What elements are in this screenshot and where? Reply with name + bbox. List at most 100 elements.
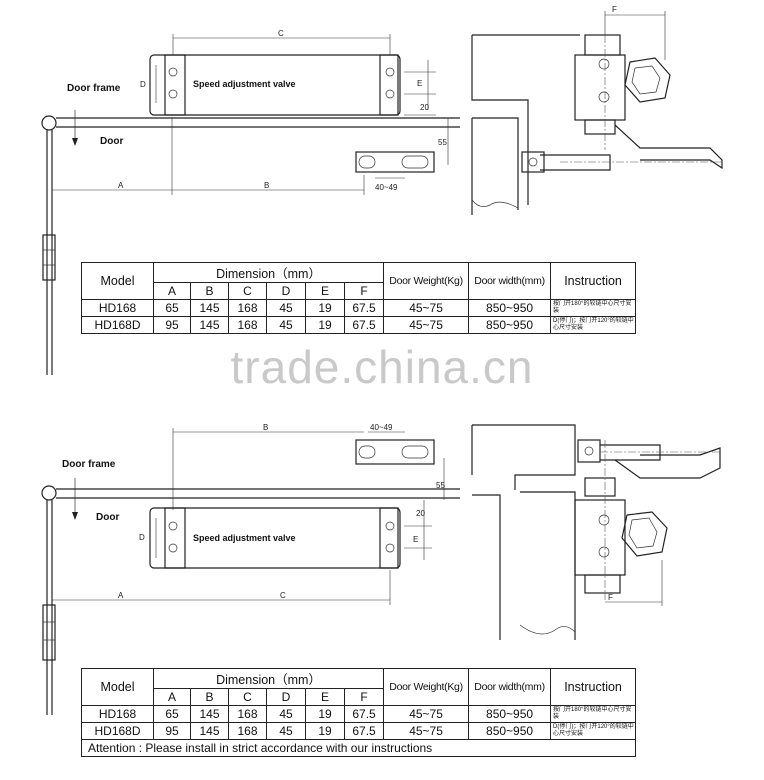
cell-f: 67.5: [343, 705, 385, 723]
col-f-header: F: [343, 282, 385, 300]
cell-b: 145: [190, 316, 229, 334]
dimension-e-bottom: [404, 500, 432, 560]
hinge-pole: [41, 115, 57, 375]
spec-table-bottom: Model Dimension（mm） Door Weight(Kg) Door…: [80, 668, 637, 757]
table-row: HD168 65 145 168 45 19 67.5 45~75 850~95…: [81, 705, 637, 723]
arm-bracket: [355, 151, 435, 179]
door-width-header: Door width(mm): [468, 262, 552, 300]
cell-instruction: 按门开180°的较链中心尺寸安装: [550, 299, 637, 317]
cell-a: 65: [153, 705, 191, 723]
attention-note: Attention : Please install in strict acc…: [80, 739, 637, 757]
arm-bracket-bottom: [355, 431, 435, 465]
table-row: HD168D 95 145 168 45 19 67.5 45~75 850~9…: [81, 316, 637, 334]
cell-b: 145: [190, 722, 229, 740]
col-e-header: E: [305, 688, 345, 706]
closer-body: [149, 54, 401, 116]
cell-width: 850~950: [468, 299, 552, 317]
col-a-header: A: [153, 282, 191, 300]
cell-e: 19: [305, 722, 345, 740]
col-a-header: A: [153, 688, 191, 706]
dim-d-label: D: [140, 80, 146, 89]
door-frame-arrow-bottom: [72, 478, 78, 520]
cell-f: 67.5: [343, 316, 385, 334]
cell-c: 168: [228, 705, 267, 723]
cell-weight: 45~75: [383, 722, 470, 740]
cell-c: 168: [228, 316, 267, 334]
dim-a-label: A: [118, 591, 124, 600]
cell-weight: 45~75: [383, 316, 470, 334]
instruction-header: Instruction: [550, 262, 637, 300]
dim-55-label: 55: [438, 138, 447, 147]
side-view-bottom: [471, 424, 721, 640]
col-d-header: D: [266, 688, 306, 706]
door-frame-label: Door frame: [62, 459, 116, 470]
dim-slot-label: 40~49: [375, 183, 398, 192]
cell-width: 850~950: [468, 705, 552, 723]
dimension-e: [404, 60, 436, 116]
dimension-header: Dimension（mm）: [152, 262, 385, 283]
valve-label: Speed adjustment valve: [193, 533, 296, 543]
cell-instruction: D(停门)；按门开120°的较链中心尺寸安装: [550, 316, 637, 334]
dim-c-label: C: [278, 29, 284, 38]
dim-20-label: 20: [416, 509, 425, 518]
dim-f-label: F: [608, 593, 613, 602]
cell-b: 145: [190, 705, 229, 723]
cell-weight: 45~75: [383, 299, 470, 317]
dimension-f-bottom: [605, 560, 663, 606]
attention-row: Attention : Please install in strict acc…: [80, 739, 637, 757]
cell-a: 95: [153, 722, 191, 740]
cell-model: HD168D: [81, 722, 154, 740]
door-edge: [56, 117, 460, 128]
dimension-b-bottom: [172, 428, 364, 510]
spec-table-top: Model Dimension（mm） Door Weight(Kg) Door…: [81, 262, 637, 334]
cell-a: 95: [153, 316, 191, 334]
cell-model: HD168: [81, 299, 154, 317]
dimension-c: [172, 34, 391, 55]
cell-a: 65: [153, 299, 191, 317]
cell-f: 67.5: [343, 722, 385, 740]
cell-instruction: 按门开180°的较链中心尺寸安装: [550, 705, 637, 723]
col-b-header: B: [190, 282, 229, 300]
valve-label: Speed adjustment valve: [193, 79, 296, 89]
dim-b-label: B: [263, 423, 268, 432]
watermark: trade.china.cn: [230, 341, 534, 393]
dimension-f-top: [604, 11, 666, 60]
door-frame-arrow: [72, 110, 78, 146]
col-b-header: B: [190, 688, 229, 706]
cell-width: 850~950: [468, 722, 552, 740]
dimension-header: Dimension（mm）: [152, 668, 385, 689]
dim-slot-label: 40~49: [370, 423, 393, 432]
col-e-header: E: [305, 282, 345, 300]
cell-model: HD168: [81, 705, 154, 723]
cell-d: 45: [266, 316, 306, 334]
cell-weight: 45~75: [383, 705, 470, 723]
dim-e-label: E: [417, 79, 422, 88]
col-c-header: C: [228, 282, 267, 300]
door-width-header: Door width(mm): [468, 668, 552, 706]
cell-f: 67.5: [343, 299, 385, 317]
door-weight-header: Door Weight(Kg): [383, 262, 470, 300]
cell-e: 19: [305, 316, 345, 334]
cell-c: 168: [228, 722, 267, 740]
cell-b: 145: [190, 299, 229, 317]
door-frame-label: Door frame: [67, 83, 121, 94]
door-weight-header: Door Weight(Kg): [383, 668, 470, 706]
dim-a-label: A: [118, 181, 124, 190]
door-label: Door: [100, 136, 123, 147]
model-header: Model: [81, 262, 154, 300]
dim-f-label: F: [612, 5, 617, 14]
cell-e: 19: [305, 299, 345, 317]
dimension-a-b: [52, 117, 365, 195]
dim-d-label: D: [139, 533, 145, 542]
top-installation-diagram: Door frame Door Speed adjustment valve C…: [41, 5, 723, 375]
side-view-top: [471, 34, 723, 215]
cell-model: HD168D: [81, 316, 154, 334]
cell-d: 45: [266, 299, 306, 317]
dim-e-label: E: [413, 535, 418, 544]
instruction-header: Instruction: [550, 668, 637, 706]
cell-e: 19: [305, 705, 345, 723]
model-header: Model: [81, 668, 154, 706]
col-f-header: F: [343, 688, 385, 706]
dim-55-label: 55: [436, 481, 445, 490]
